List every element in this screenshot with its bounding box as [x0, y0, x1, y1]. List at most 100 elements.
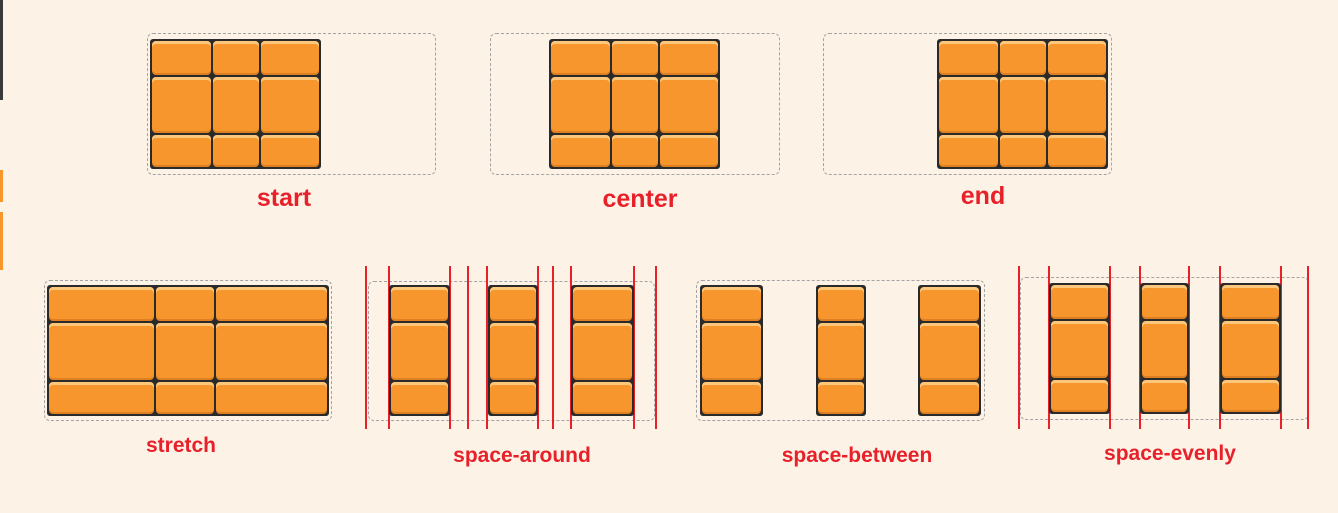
grid-cell	[1051, 321, 1108, 378]
grid-cell	[1051, 285, 1108, 319]
grid-cell	[391, 323, 448, 380]
guide-line	[1188, 266, 1190, 429]
start-grid	[150, 39, 321, 169]
grid-cell	[391, 287, 448, 321]
grid-cell	[939, 41, 998, 75]
guide-line	[1018, 266, 1020, 429]
space-between-column-2	[816, 285, 866, 416]
guide-line	[449, 266, 451, 429]
grid-cell	[490, 382, 536, 414]
grid-cell	[551, 135, 610, 167]
stretch-grid	[47, 285, 329, 416]
grid-cell	[49, 287, 154, 321]
space-between-column-1	[700, 285, 763, 416]
guide-line	[1307, 266, 1309, 429]
grid-cell	[1048, 77, 1106, 133]
grid-cell	[702, 382, 761, 414]
grid-cell	[1142, 380, 1187, 412]
grid-cell	[573, 323, 632, 380]
center-container	[490, 33, 780, 175]
grid-cell	[152, 77, 211, 133]
space-evenly-column-3	[1220, 283, 1281, 414]
grid-cell	[660, 135, 718, 167]
grid-cell	[49, 382, 154, 414]
grid-cell	[551, 41, 610, 75]
grid-cell	[1222, 285, 1279, 319]
label-space-evenly: space-evenly	[1104, 442, 1236, 465]
grid-cell	[702, 287, 761, 321]
grid-cell	[1048, 41, 1106, 75]
space-evenly-column-1	[1049, 283, 1110, 414]
guide-line	[467, 266, 469, 429]
grid-cell	[391, 382, 448, 414]
grid-cell	[660, 41, 718, 75]
end-container	[823, 33, 1112, 175]
grid-cell	[1222, 321, 1279, 378]
guide-line	[655, 266, 657, 429]
grid-cell	[920, 287, 979, 321]
grid-cell	[490, 287, 536, 321]
grid-cell	[612, 41, 658, 75]
grid-cell	[213, 135, 259, 167]
grid-cell	[818, 382, 864, 414]
end-grid	[937, 39, 1108, 169]
grid-cell	[702, 323, 761, 380]
grid-cell	[660, 77, 718, 133]
grid-cell	[573, 287, 632, 321]
space-evenly-column-2	[1140, 283, 1189, 414]
grid-cell	[261, 41, 319, 75]
edge-strip-orange-1	[0, 170, 3, 202]
guide-line	[633, 266, 635, 429]
edge-strip-top	[0, 0, 3, 100]
grid-cell	[1142, 285, 1187, 319]
grid-cell	[152, 41, 211, 75]
grid-cell	[261, 135, 319, 167]
start-container	[147, 33, 436, 175]
guide-line	[552, 266, 554, 429]
label-space-between: space-between	[781, 444, 933, 467]
grid-cell	[1051, 380, 1108, 412]
grid-cell	[1142, 321, 1187, 378]
grid-cell	[261, 77, 319, 133]
label-center: center	[602, 185, 678, 213]
grid-cell	[1000, 41, 1046, 75]
guide-line	[537, 266, 539, 429]
grid-cell	[490, 323, 536, 380]
space-around-column-1	[389, 285, 450, 416]
grid-cell	[152, 135, 211, 167]
grid-cell	[1000, 77, 1046, 133]
edge-strip-orange-2	[0, 212, 3, 270]
grid-cell	[213, 41, 259, 75]
guide-line	[486, 266, 488, 429]
space-between-container	[696, 280, 985, 421]
grid-cell	[1048, 135, 1106, 167]
grid-cell	[612, 135, 658, 167]
center-grid	[549, 39, 720, 169]
grid-cell	[818, 287, 864, 321]
grid-cell	[156, 382, 214, 414]
grid-cell	[939, 135, 998, 167]
label-start: start	[256, 184, 312, 212]
label-end: end	[960, 182, 1006, 210]
guide-line	[1109, 266, 1111, 429]
grid-cell	[920, 382, 979, 414]
grid-cell	[612, 77, 658, 133]
grid-cell	[551, 77, 610, 133]
space-around-column-2	[488, 285, 538, 416]
space-between-column-3	[918, 285, 981, 416]
grid-cell	[939, 77, 998, 133]
guide-line	[365, 266, 367, 429]
grid-cell	[49, 323, 154, 380]
stretch-container	[44, 280, 332, 421]
grid-cell	[818, 323, 864, 380]
grid-cell	[156, 287, 214, 321]
grid-cell	[216, 323, 327, 380]
label-stretch: stretch	[145, 434, 217, 457]
grid-cell	[213, 77, 259, 133]
space-around-column-3	[571, 285, 634, 416]
grid-cell	[573, 382, 632, 414]
grid-cell	[216, 287, 327, 321]
grid-cell	[156, 323, 214, 380]
space-around-container	[368, 281, 655, 421]
grid-cell	[920, 323, 979, 380]
